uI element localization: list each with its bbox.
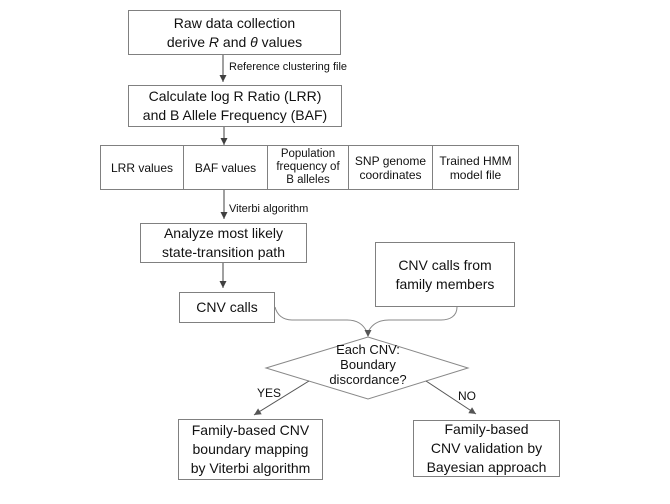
family-calls-line1: CNV calls from: [398, 256, 492, 273]
merge-arrowhead: [364, 330, 372, 337]
family-calls-box: CNV calls from family members: [375, 242, 515, 307]
bayesian-validation-line3: Bayesian approach: [426, 459, 547, 475]
bayesian-validation-line1: Family-based: [444, 421, 529, 437]
bayesian-validation-box: Family-based CNV validation by Bayesian …: [413, 420, 560, 477]
analyze-line1: Analyze most likely: [163, 225, 284, 241]
analyze-line2: state-transition path: [162, 244, 285, 260]
analyze-box: Analyze most likely state-transition pat…: [140, 223, 307, 263]
calc-lrr-baf-box: Calculate log R Ratio (LRR) and B Allele…: [128, 85, 342, 127]
input-cell-snp-coordinates: SNP genome coordinates: [348, 145, 433, 190]
calc-line1: Calculate log R Ratio (LRR): [148, 88, 322, 104]
decision-diamond: [264, 336, 470, 400]
family-calls-line2: family members: [395, 275, 495, 292]
boundary-mapping-line3: by Viterbi algorithm: [190, 460, 311, 476]
yes-label: YES: [256, 386, 281, 400]
calc-line2: and B Allele Frequency (BAF): [142, 107, 328, 123]
decision-text: Each CNV: Boundary discordance?: [288, 342, 448, 387]
var-r: R: [208, 33, 220, 50]
raw-data-line2: derive R and θ values: [166, 33, 303, 50]
decision-line3: discordance?: [329, 372, 407, 387]
boundary-mapping-box: Family-based CNV boundary mapping by Vit…: [178, 419, 323, 480]
inputs-row: LRR values BAF values Population frequen…: [100, 145, 519, 190]
boundary-mapping-line1: Family-based CNV: [191, 422, 310, 438]
raw-data-line1: Raw data collection: [173, 14, 296, 31]
reference-clustering-label: Reference clustering file: [229, 61, 348, 73]
input-cell-baf-values: BAF values: [183, 145, 268, 190]
bayesian-validation-line2: CNV validation by: [430, 440, 543, 456]
decision-line2: Boundary: [340, 357, 396, 372]
cnv-calls-box: CNV calls: [179, 292, 275, 323]
brace-cnvcalls-to-decision: [274, 306, 368, 333]
viterbi-label: Viterbi algorithm: [229, 203, 309, 215]
var-theta: θ: [250, 33, 258, 50]
raw-data-box: Raw data collection derive R and θ value…: [128, 10, 341, 55]
brace-familycalls-to-decision: [367, 306, 458, 333]
input-cell-population-frequency: Population frequency of B alleles: [267, 145, 349, 190]
no-label: NO: [458, 389, 476, 403]
boundary-mapping-line2: boundary mapping: [192, 441, 309, 457]
arrow-yes-branch: [253, 380, 310, 416]
input-cell-lrr-values: LRR values: [100, 145, 184, 190]
decision-line1: Each CNV:: [336, 342, 400, 357]
input-cell-trained-hmm: Trained HMM model file: [432, 145, 519, 190]
arrow-no-branch: [425, 380, 477, 415]
